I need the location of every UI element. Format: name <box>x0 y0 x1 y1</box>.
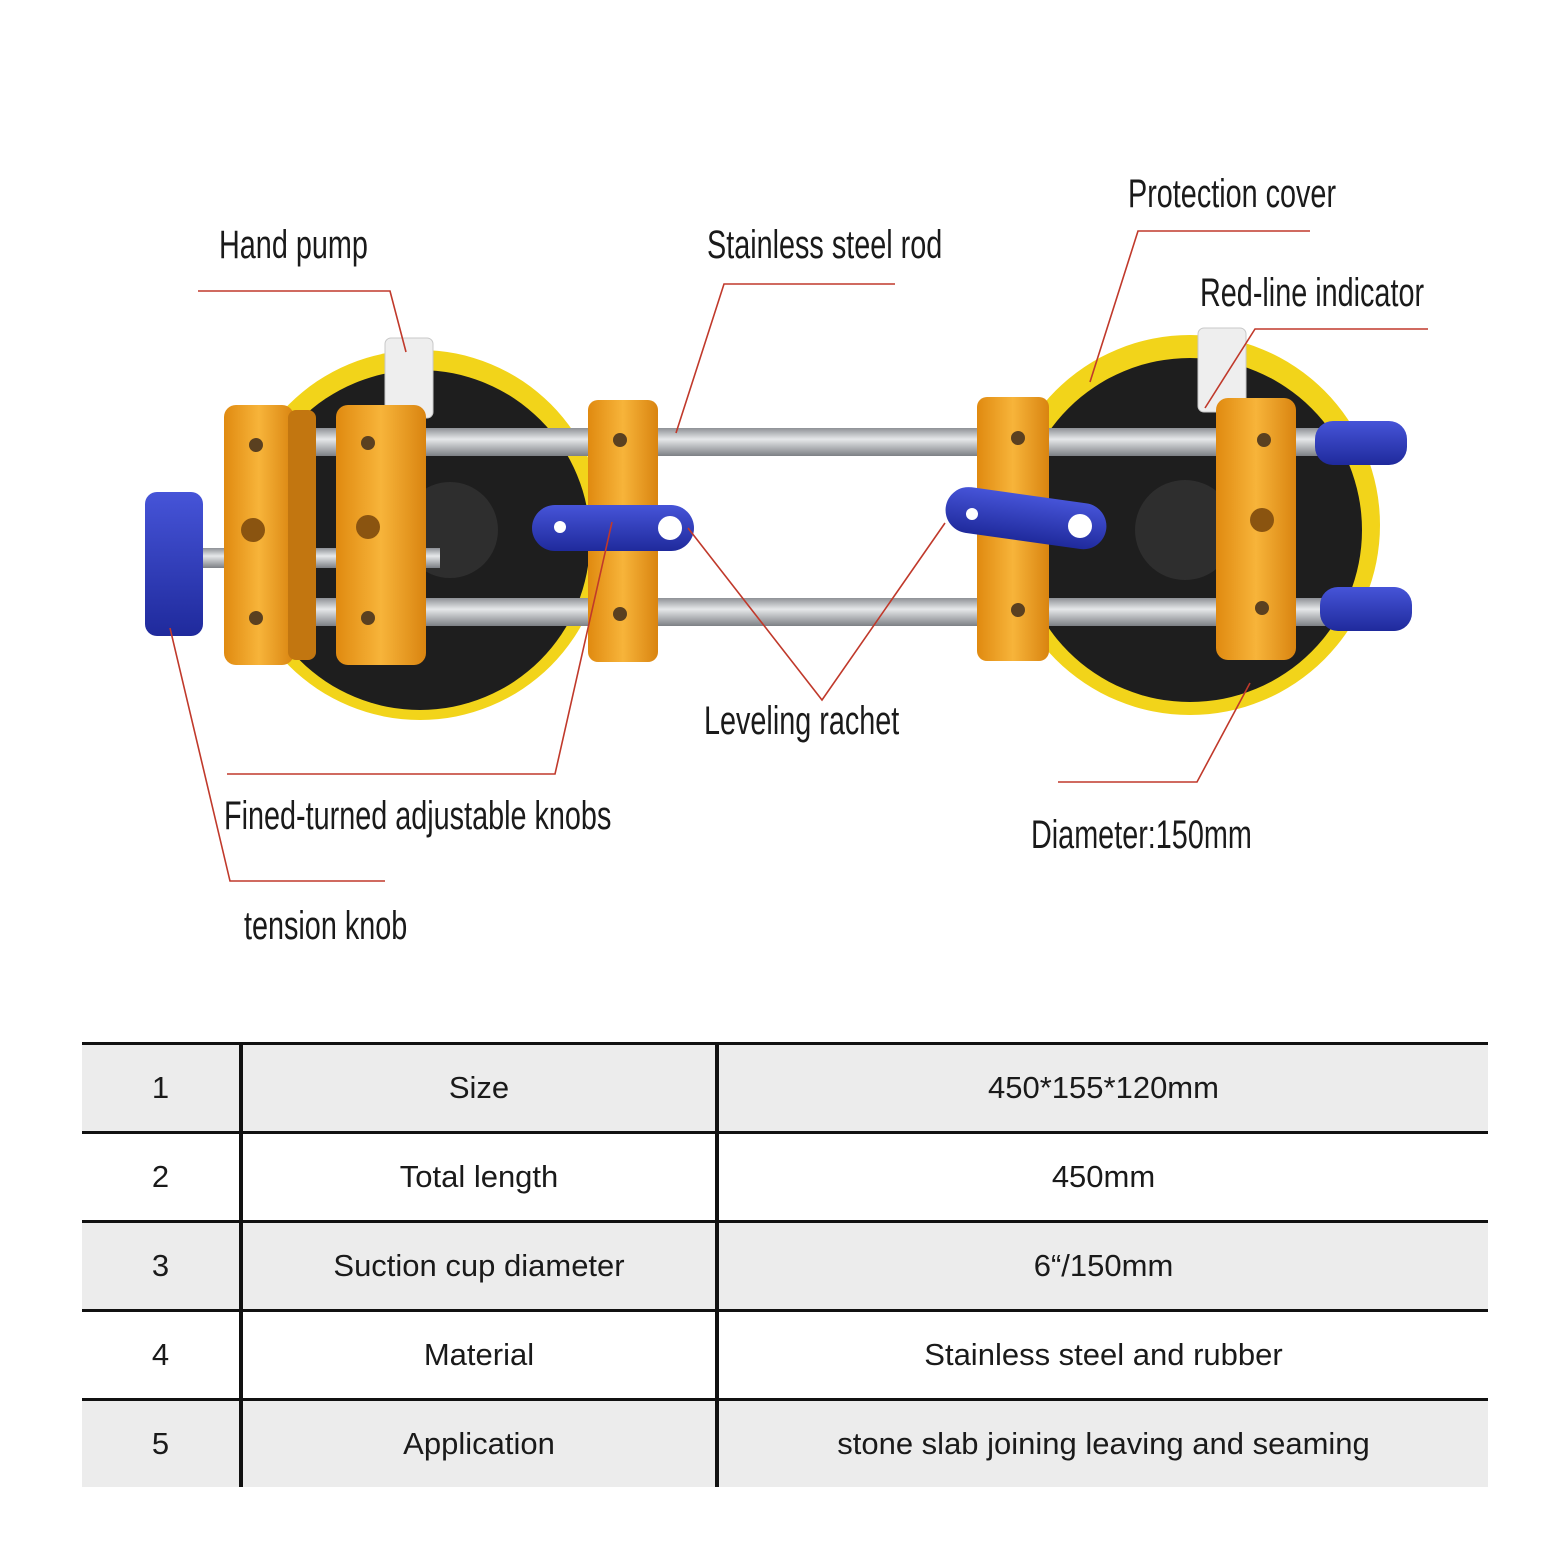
protection-cover-label: Protection cover <box>1128 171 1336 216</box>
row-number: 3 <box>82 1220 243 1311</box>
leveling-ratchets <box>532 487 1107 551</box>
spec-name: Size <box>241 1042 719 1133</box>
table-row: 5 Application stone slab joining leaving… <box>82 1398 1488 1487</box>
bracket-screws <box>241 431 1274 625</box>
row-number: 5 <box>82 1398 243 1487</box>
tension-knob-body <box>145 492 203 636</box>
table-row: 2 Total length 450mm <box>82 1131 1488 1222</box>
table-row: 3 Suction cup diameter 6“/150mm <box>82 1220 1488 1311</box>
spec-table: 1 Size 450*155*120mm 2 Total length 450m… <box>82 1042 1488 1487</box>
spec-name: Material <box>241 1309 719 1400</box>
row-number: 1 <box>82 1042 243 1133</box>
adjustable-knobs-label: Fined-turned adjustable knobs <box>224 793 611 838</box>
tension-knob-label: tension knob <box>244 903 407 948</box>
table-row: 4 Material Stainless steel and rubber <box>82 1309 1488 1400</box>
lower-steel-rod <box>255 598 1340 626</box>
spec-value: stone slab joining leaving and seaming <box>717 1398 1488 1487</box>
diameter-label: Diameter:150mm <box>1031 812 1252 857</box>
spec-value: Stainless steel and rubber <box>717 1309 1488 1400</box>
row-number: 4 <box>82 1309 243 1400</box>
leveling-rachet-label: Leveling rachet <box>704 698 900 743</box>
product-diagram: Hand pump Stainless steel rod Protection… <box>145 171 1428 948</box>
spec-value: 450*155*120mm <box>717 1042 1488 1133</box>
spec-value: 450mm <box>717 1131 1488 1222</box>
spec-name: Application <box>241 1398 719 1487</box>
red-line-indicator-label: Red-line indicator <box>1200 270 1424 315</box>
stainless-steel-rod-label: Stainless steel rod <box>707 222 942 267</box>
spec-name: Suction cup diameter <box>241 1220 719 1311</box>
hand-pump-label: Hand pump <box>219 222 368 267</box>
spec-name: Total length <box>241 1131 719 1222</box>
lower-rod-cap <box>1320 587 1412 631</box>
row-number: 2 <box>82 1131 243 1222</box>
upper-rod-cap <box>1315 421 1407 465</box>
leader-lines <box>169 230 1428 882</box>
table-row: 1 Size 450*155*120mm <box>82 1042 1488 1133</box>
upper-steel-rod <box>255 428 1340 456</box>
spec-value: 6“/150mm <box>717 1220 1488 1311</box>
